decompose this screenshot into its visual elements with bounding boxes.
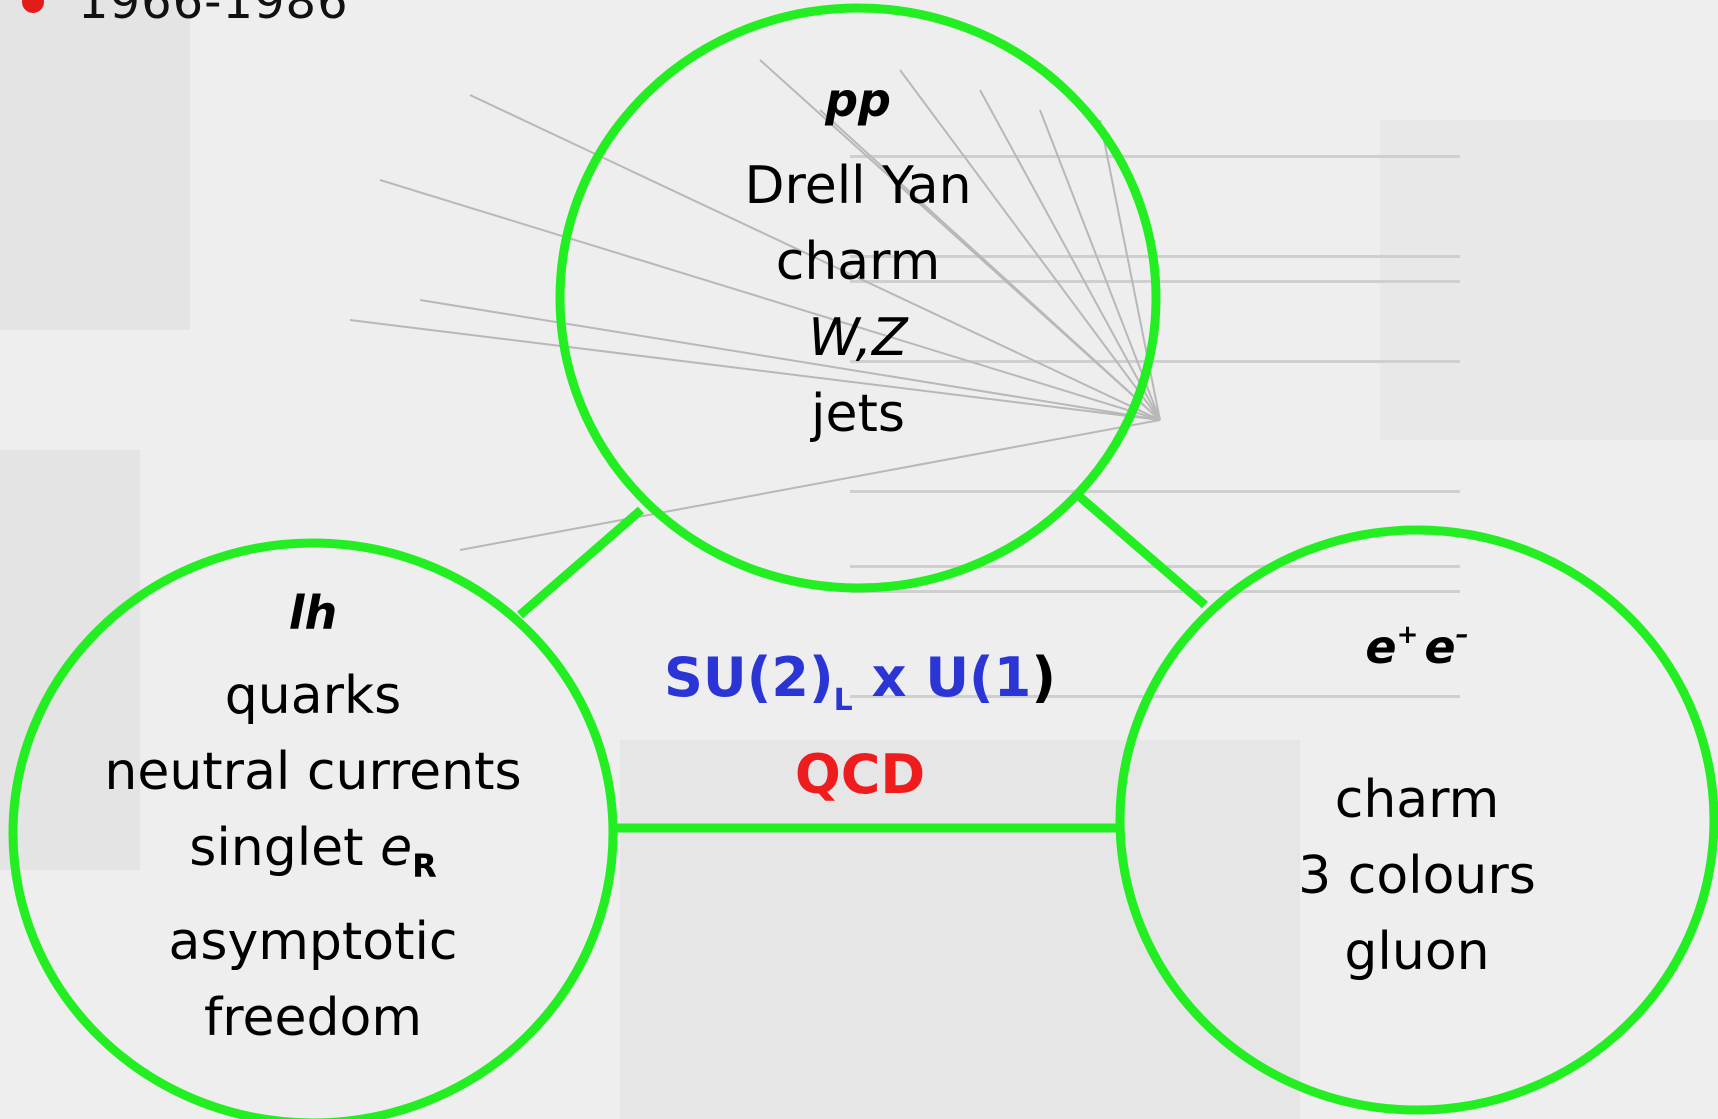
su2-part: SU(2): [663, 646, 834, 709]
ee-line-charm: charm: [1334, 770, 1500, 830]
u1-close: ): [1031, 646, 1057, 709]
lh-line-neutral-currents: neutral currents: [104, 742, 522, 802]
bullet-icon: [22, 0, 44, 13]
ee-title-minus: –: [1455, 620, 1469, 650]
qcd-label: QCD: [794, 743, 926, 806]
electroweak-group: SU(2)L x U(1): [620, 640, 1100, 739]
lh-singlet-prefix: singlet: [189, 818, 381, 878]
pp-line-charm: charm: [775, 232, 941, 292]
ee-title-e1: e: [1365, 620, 1397, 674]
pp-circle-text: pp Drell Yan charm W,Z jets: [658, 60, 1058, 452]
header-date-range: 1966-1986: [78, 0, 349, 30]
bg-rail: [850, 155, 1460, 158]
ee-line-3-colours: 3 colours: [1298, 846, 1536, 906]
lh-title: lh: [288, 586, 338, 640]
lh-line-singlet: singlet eR: [33, 810, 593, 904]
bg-rail: [850, 490, 1460, 493]
connector-pp-ee: [1077, 493, 1208, 609]
lh-singlet-sub: R: [412, 847, 437, 885]
lh-line-freedom: freedom: [203, 988, 422, 1048]
pp-line-jets: jets: [811, 384, 905, 444]
u1-one: 1: [993, 646, 1032, 709]
bg-panel: [620, 740, 1300, 1119]
ee-title: e+e–: [1217, 598, 1617, 684]
bg-rail: [850, 590, 1460, 593]
bg-panel: [0, 0, 190, 330]
su2-sub: L: [833, 683, 853, 718]
ee-title-e2: e: [1424, 620, 1456, 674]
lh-line-asymptotic: asymptotic: [168, 912, 458, 972]
pp-line-drell-yan: Drell Yan: [744, 156, 972, 216]
lh-singlet-e: e: [380, 818, 413, 878]
pp-title: pp: [825, 73, 891, 127]
ee-circle: [1115, 525, 1718, 1115]
bg-rail: [850, 360, 1460, 363]
ee-title-plus: +: [1396, 620, 1419, 650]
pp-circle: [555, 3, 1161, 593]
bg-rail: [850, 695, 1460, 698]
u1-part: x U(: [852, 646, 994, 709]
header: 1966-1986: [22, 0, 349, 30]
connector-lines: [517, 493, 1208, 833]
ee-circle-text: e+e– charm 3 colours gluon: [1217, 598, 1617, 990]
lh-line-quarks: quarks: [224, 666, 402, 726]
connector-pp-lh: [517, 506, 644, 619]
lh-circle-text: lh quarks neutral currents singlet eR as…: [33, 578, 593, 1056]
pp-line-wz: W,Z: [808, 308, 908, 368]
center-theory-label: SU(2)L x U(1) QCD: [620, 640, 1100, 811]
ee-line-gluon: gluon: [1344, 922, 1490, 982]
lh-circle: [8, 538, 618, 1119]
